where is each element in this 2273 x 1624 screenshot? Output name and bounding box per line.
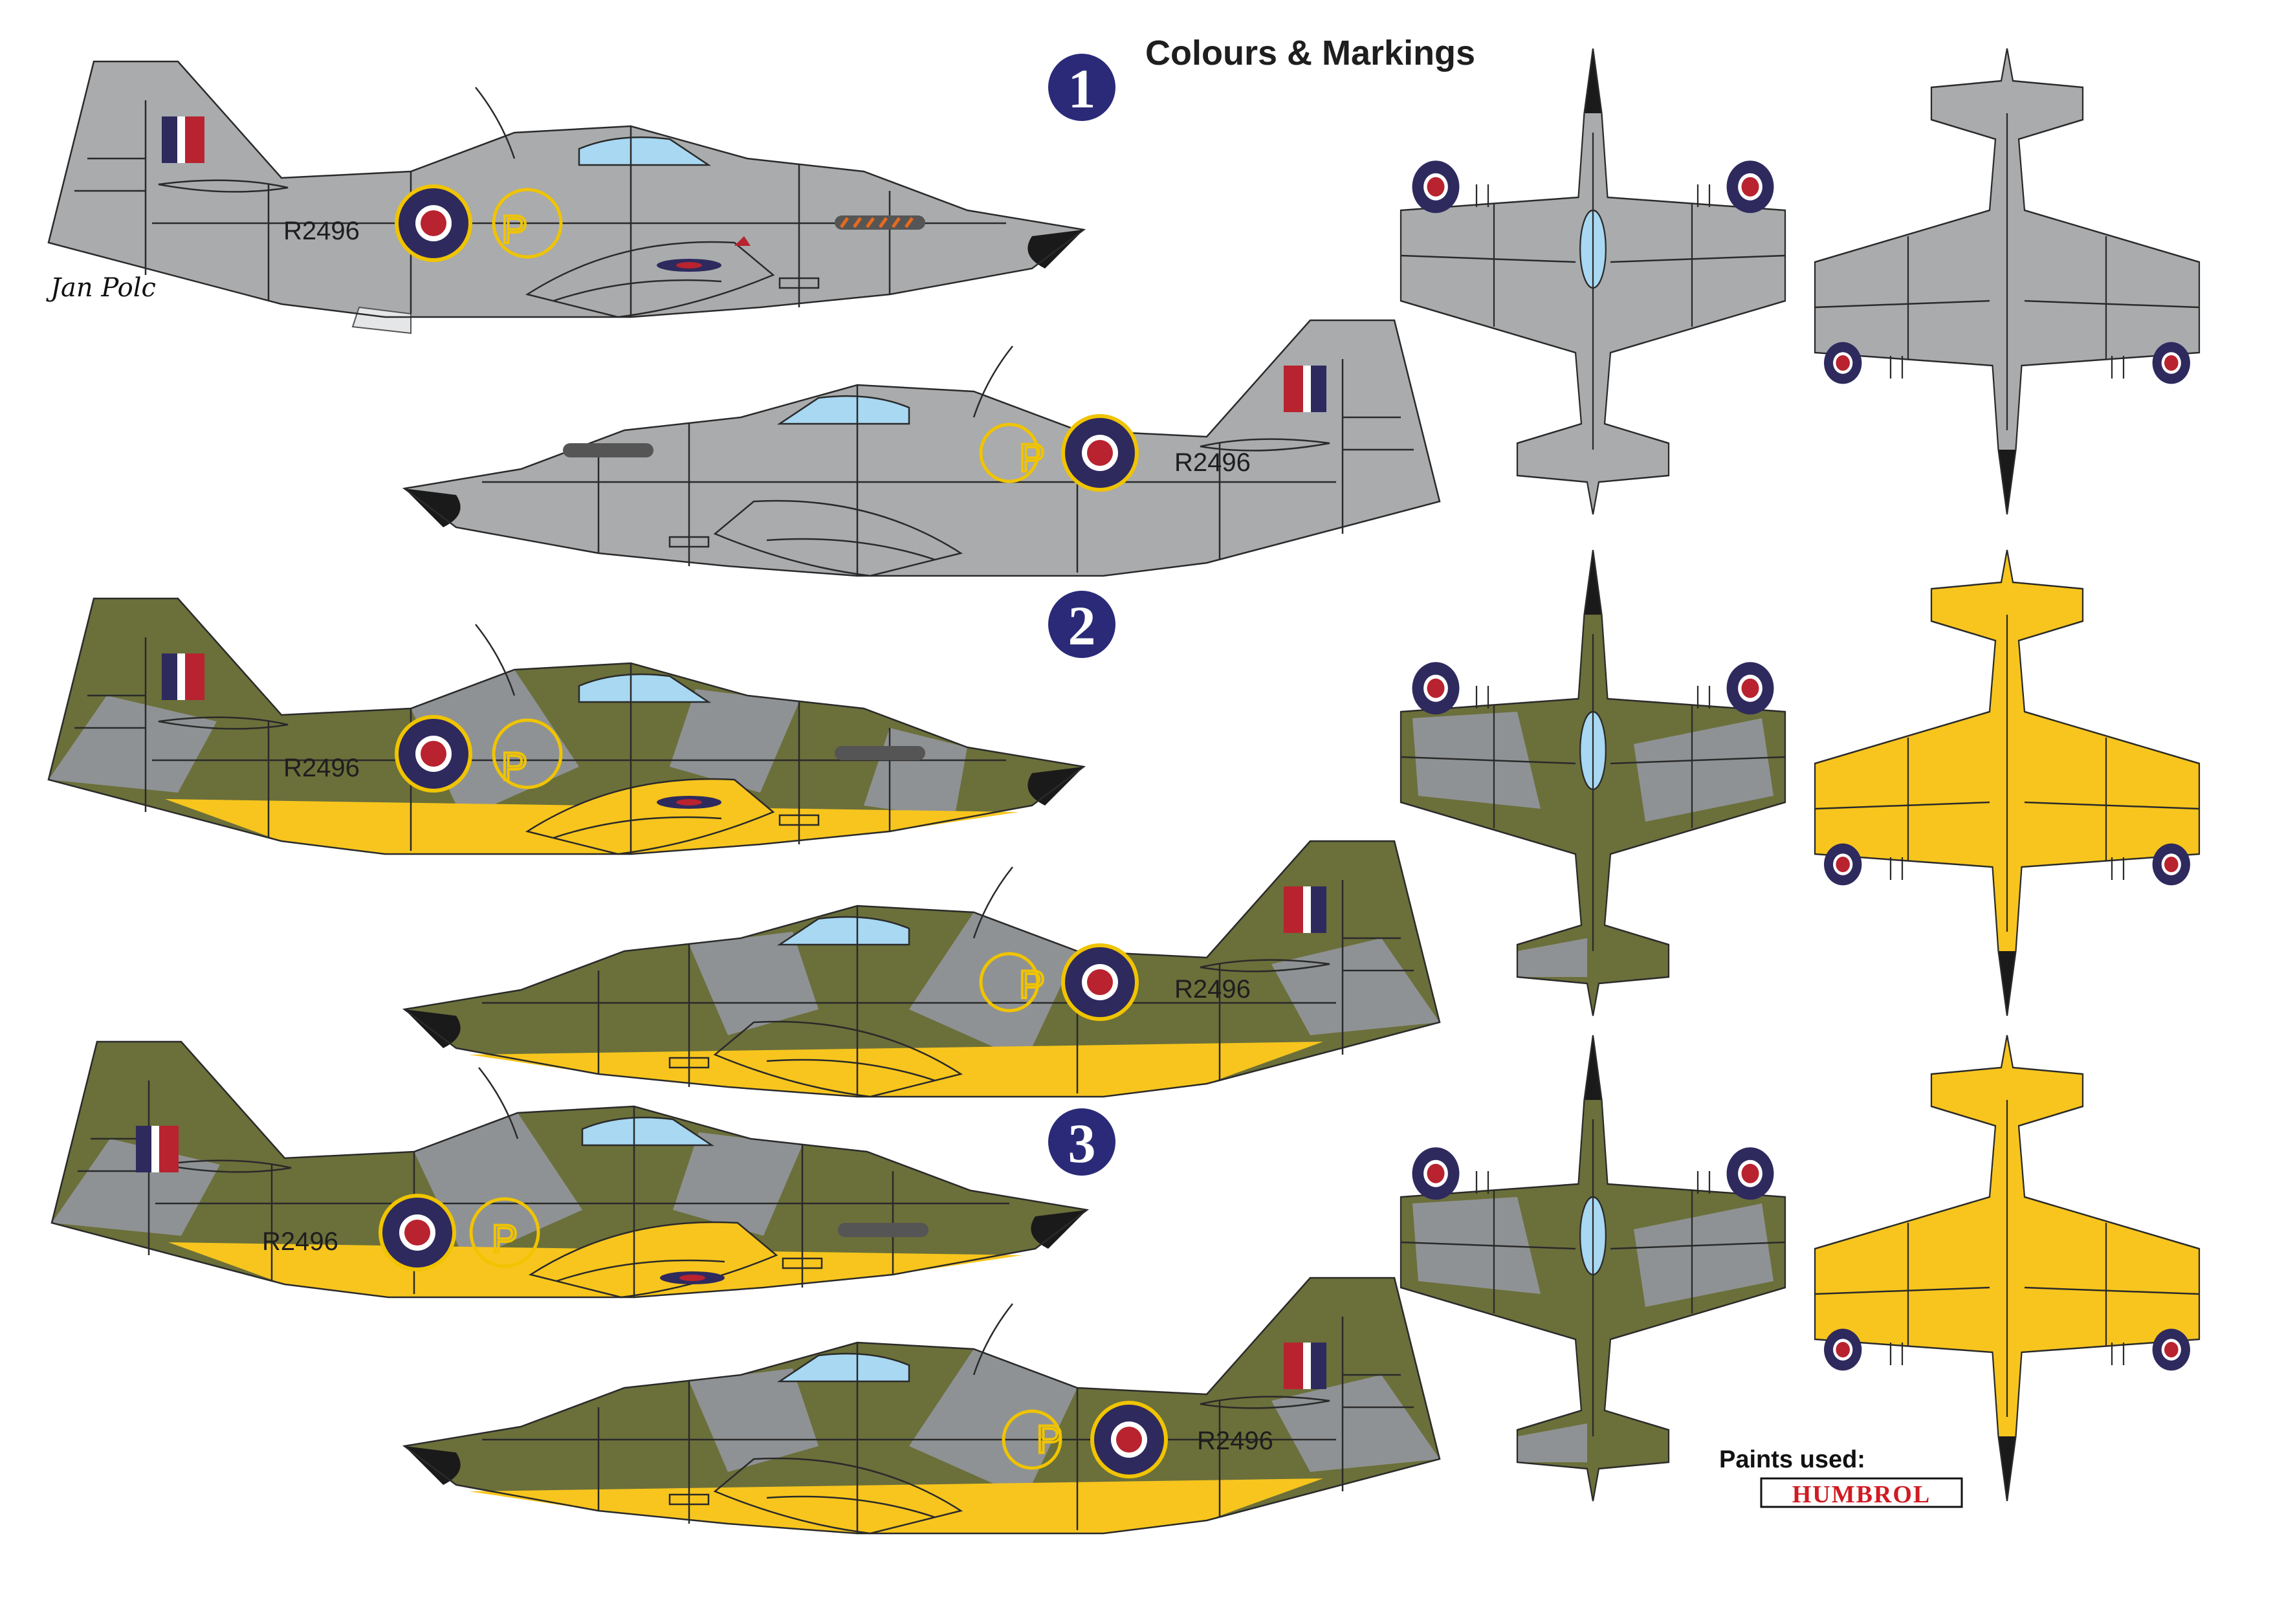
side-view-1-left bbox=[47, 60, 1085, 335]
scheme-number: 1 bbox=[1068, 58, 1096, 120]
humbrol-logo: HUMBROL bbox=[1792, 1481, 1931, 1508]
serial-number: R2496 bbox=[1174, 975, 1251, 1004]
scheme-badge-3: 3 bbox=[1048, 1108, 1115, 1176]
serial-number: R2496 bbox=[1197, 1427, 1273, 1455]
serial-number: R2496 bbox=[262, 1227, 338, 1256]
side-view-2-left bbox=[47, 597, 1085, 855]
code-letter: P bbox=[1019, 963, 1045, 1006]
scheme-number: 3 bbox=[1068, 1112, 1096, 1174]
side-view-2-right bbox=[403, 840, 1441, 1098]
side-view-3-right bbox=[403, 1277, 1441, 1535]
artist-signature: Jan Polc bbox=[46, 273, 156, 303]
serial-number: R2496 bbox=[283, 754, 360, 782]
bottom-view-2 bbox=[1814, 549, 2201, 1017]
bottom-view-3 bbox=[1814, 1034, 2201, 1502]
top-view-3 bbox=[1400, 1034, 1786, 1502]
top-view-2 bbox=[1400, 549, 1786, 1017]
sheet-title: Colours & Markings bbox=[1145, 34, 1475, 72]
code-letter: P bbox=[501, 745, 527, 788]
scheme-badge-2: 2 bbox=[1048, 591, 1115, 658]
side-view-1-right bbox=[403, 319, 1441, 577]
paints-used: Paints used: HUMBROL bbox=[1719, 1446, 1963, 1508]
code-letter: P bbox=[492, 1217, 518, 1260]
scheme-number: 2 bbox=[1068, 595, 1096, 657]
code-letter: P bbox=[1019, 436, 1045, 479]
paints-label: Paints used: bbox=[1719, 1446, 1865, 1473]
top-view-1 bbox=[1400, 47, 1786, 516]
serial-number: R2496 bbox=[1174, 448, 1251, 477]
code-letter: P bbox=[1037, 1418, 1062, 1461]
side-view-3-left bbox=[50, 1040, 1088, 1299]
code-letter: P bbox=[501, 208, 527, 251]
scheme-badge-1: 1 bbox=[1048, 54, 1115, 121]
serial-number: R2496 bbox=[283, 217, 360, 245]
bottom-view-1 bbox=[1814, 47, 2201, 516]
